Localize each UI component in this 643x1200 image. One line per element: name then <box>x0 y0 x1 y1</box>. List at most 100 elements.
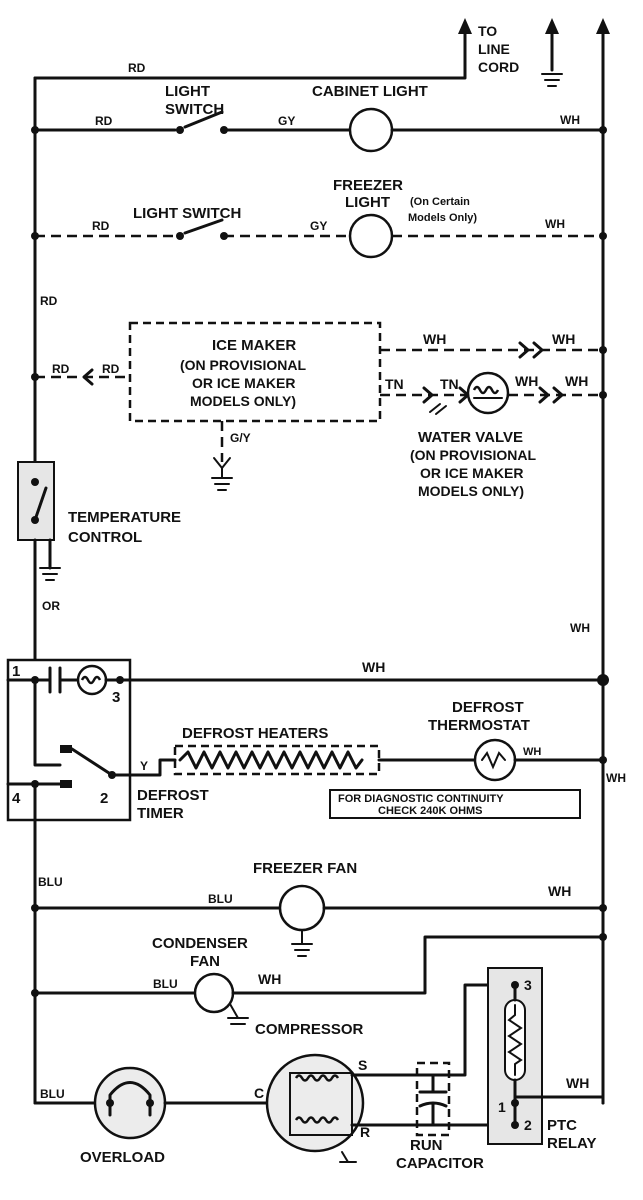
svg-text:MODELS ONLY): MODELS ONLY) <box>190 393 296 409</box>
svg-text:FAN: FAN <box>190 953 220 970</box>
freezer-fan-label: FREEZER FAN <box>253 860 357 877</box>
svg-text:MODELS ONLY): MODELS ONLY) <box>418 483 524 499</box>
wire-color-blu: BLU <box>153 977 178 991</box>
water-valve-title: WATER VALVE <box>418 429 523 446</box>
temperature-control-label: TEMPERATURE <box>68 509 181 526</box>
ptc-relay-label: PTC <box>547 1117 577 1134</box>
overload-symbol <box>93 1066 167 1140</box>
freezer-fan-motor <box>278 884 326 932</box>
condenser-fan-branch <box>31 933 607 1025</box>
svg-text:TIMER: TIMER <box>137 805 184 822</box>
wire-color-wh: WH <box>423 331 446 347</box>
wire-color-tn: TN <box>440 376 459 392</box>
water-valve-symbol <box>466 371 510 415</box>
wire-color-wh: WH <box>545 217 565 231</box>
defrost-heaters-label: DEFROST HEATERS <box>182 725 328 742</box>
wire-color-blu: BLU <box>40 1087 65 1101</box>
compressor-symbol <box>265 1053 365 1153</box>
ice-maker-branch <box>31 321 607 491</box>
wire-color-gy: GY <box>278 114 295 128</box>
wire-color-rd: RD <box>92 219 110 233</box>
svg-text:THERMOSTAT: THERMOSTAT <box>428 717 530 734</box>
ice-maker-title: ICE MAKER <box>212 337 296 354</box>
wire-color-wh: WH <box>565 373 588 389</box>
compressor-branch <box>33 967 605 1163</box>
svg-text:OR ICE MAKER: OR ICE MAKER <box>192 375 295 391</box>
svg-text:CAPACITOR: CAPACITOR <box>396 1155 484 1172</box>
wire-color-wh: WH <box>606 771 626 785</box>
wire-color-rd: RD <box>40 294 58 308</box>
svg-text:CORD: CORD <box>478 59 519 75</box>
condenser-fan-motor <box>193 972 235 1014</box>
timer-terminal-2: 2 <box>100 790 108 807</box>
run-capacitor-box <box>415 1061 451 1137</box>
wire-color-wh: WH <box>552 331 575 347</box>
svg-text:LINE: LINE <box>478 41 510 57</box>
wire-color-or: OR <box>42 599 60 613</box>
wire-color-wh: WH <box>570 621 590 635</box>
wire-color-wh: WH <box>515 373 538 389</box>
wire-color-rd: RD <box>128 61 146 75</box>
wire-color-rd: RD <box>52 362 70 376</box>
wire-color-tn: TN <box>385 376 404 392</box>
freezer-light-bulb <box>348 213 394 259</box>
wire-color-wh: WH <box>566 1075 589 1091</box>
timer-terminal-4: 4 <box>12 790 21 807</box>
temperature-control <box>17 461 61 682</box>
timer-terminal-3: 3 <box>112 689 120 706</box>
freezer-fan-branch <box>31 782 607 1105</box>
wire-color-gy: GY <box>310 219 327 233</box>
light-switch-2-label: LIGHT SWITCH <box>133 205 241 222</box>
timer-terminal-1: 1 <box>12 663 20 680</box>
labels: TO LINE CORD RD LIGHT SWITCH RD GY CABIN… <box>12 23 626 1172</box>
water-valve-note: (ON PROVISIONAL <box>410 447 536 463</box>
freezer-light-label: FREEZER <box>333 177 403 194</box>
wire-color-wh: WH <box>523 746 541 758</box>
to-line-cord-label: TO <box>478 23 497 39</box>
wire-color-rd: RD <box>102 362 120 376</box>
defrost-timer-label: DEFROST <box>137 787 209 804</box>
defrost-timer <box>6 658 609 822</box>
cabinet-light-bulb <box>348 107 394 153</box>
svg-text:CONTROL: CONTROL <box>68 529 142 546</box>
wire-color-blu: BLU <box>208 892 233 906</box>
overload-label: OVERLOAD <box>80 1149 165 1166</box>
compressor-label: COMPRESSOR <box>255 1021 364 1038</box>
ice-maker-note: (ON PROVISIONAL <box>180 357 306 373</box>
defrost-heater-branch <box>110 738 607 819</box>
wire-color-rd: RD <box>95 114 113 128</box>
wire-color-wh: WH <box>362 659 385 675</box>
light-switch-label: LIGHT <box>165 83 210 100</box>
svg-text:CHECK 240K OHMS: CHECK 240K OHMS <box>378 805 483 817</box>
wire-color-y: Y <box>140 759 148 773</box>
freezer-light-note: (On Certain <box>410 196 470 208</box>
diagnostic-note: FOR DIAGNOSTIC CONTINUITY <box>338 793 504 805</box>
main-rails <box>33 18 610 1105</box>
wire-color-wh: WH <box>258 971 281 987</box>
compressor-terminal-s: S <box>358 1057 367 1073</box>
svg-text:LIGHT: LIGHT <box>345 194 390 211</box>
wire-color-wh: WH <box>548 883 571 899</box>
wire-color-gy: G/Y <box>230 431 251 445</box>
cabinet-light-label: CABINET LIGHT <box>312 83 428 100</box>
compressor-terminal-r: R <box>360 1124 370 1140</box>
wire-color-blu: BLU <box>38 875 63 889</box>
cabinet-light-branch <box>31 107 607 153</box>
wire-color-wh: WH <box>560 113 580 127</box>
svg-text:SWITCH: SWITCH <box>165 101 224 118</box>
svg-text:RELAY: RELAY <box>547 1135 596 1152</box>
defrost-heaters-box <box>173 744 381 776</box>
compressor-terminal-c: C <box>254 1085 264 1101</box>
svg-text:Models Only): Models Only) <box>408 212 477 224</box>
diagnostic-note-box <box>329 789 581 819</box>
relay-terminal-3: 3 <box>524 977 532 993</box>
relay-terminal-2: 2 <box>524 1117 532 1133</box>
run-capacitor-label: RUN <box>410 1137 443 1154</box>
freezer-light-branch <box>31 213 607 259</box>
condenser-fan-label: CONDENSER <box>152 935 248 952</box>
relay-terminal-1: 1 <box>498 1099 506 1115</box>
svg-text:OR ICE MAKER: OR ICE MAKER <box>420 465 523 481</box>
ice-maker-box <box>128 321 382 423</box>
defrost-thermostat-label: DEFROST <box>452 699 524 716</box>
